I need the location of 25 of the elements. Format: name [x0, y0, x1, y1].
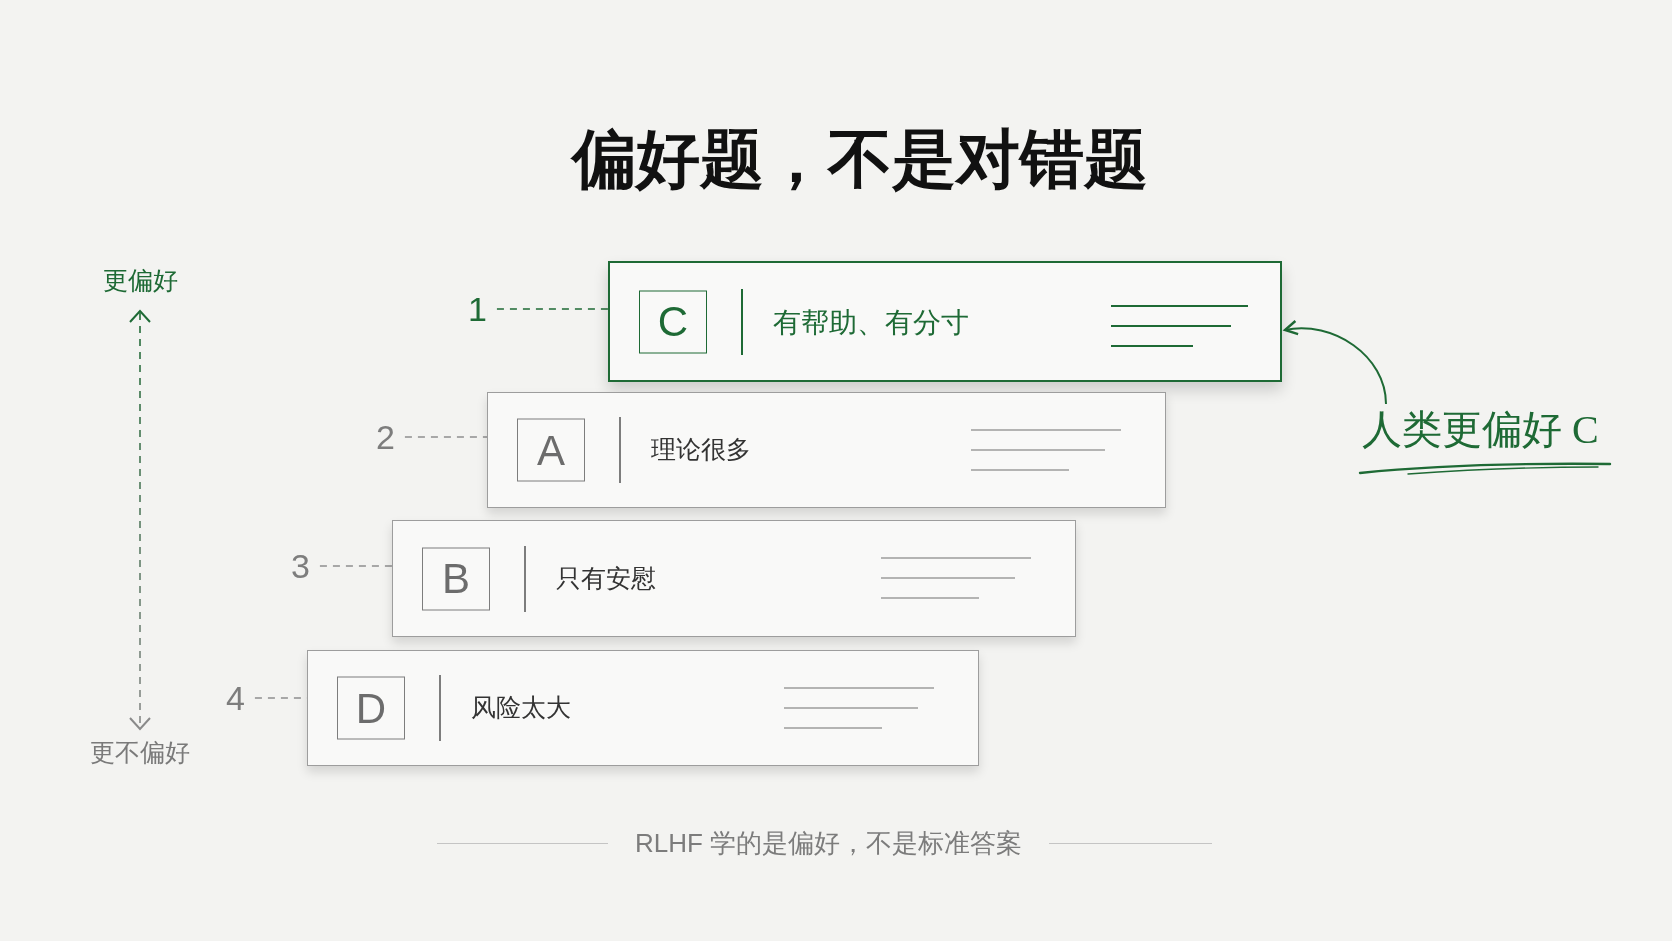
- answer-card: [307, 650, 979, 766]
- answer-card: [487, 392, 1166, 508]
- answer-text: 风险太大: [471, 692, 571, 724]
- handwritten-note: 人类更偏好 C: [1362, 410, 1599, 450]
- answer-text: 理论很多: [651, 434, 751, 466]
- answer-text: 有帮助、有分寸: [773, 305, 969, 339]
- option-letter-box: B: [422, 547, 490, 610]
- axis-label: 更不偏好: [90, 740, 190, 765]
- answer-card: [608, 261, 1282, 382]
- leader-line: [319, 565, 393, 567]
- leader-line: [404, 436, 488, 438]
- caption: RLHF 学的是偏好，不是标准答案: [635, 830, 1023, 856]
- option-letter-box: A: [517, 418, 585, 482]
- axis-label: 更偏好: [102, 268, 178, 293]
- rank-number: 1: [462, 292, 493, 326]
- answer-text: 只有安慰: [556, 562, 656, 594]
- rank-number: 2: [370, 420, 401, 454]
- curved-arrow: [1283, 320, 1387, 405]
- option-letter-box: D: [337, 676, 405, 740]
- title: 偏好题，不是对错题: [572, 127, 1148, 191]
- rank-number: 3: [285, 549, 316, 583]
- option-letter-box: C: [639, 290, 707, 353]
- rank-number: 4: [220, 681, 251, 715]
- leader-line: [496, 308, 609, 310]
- answer-card: [392, 520, 1076, 637]
